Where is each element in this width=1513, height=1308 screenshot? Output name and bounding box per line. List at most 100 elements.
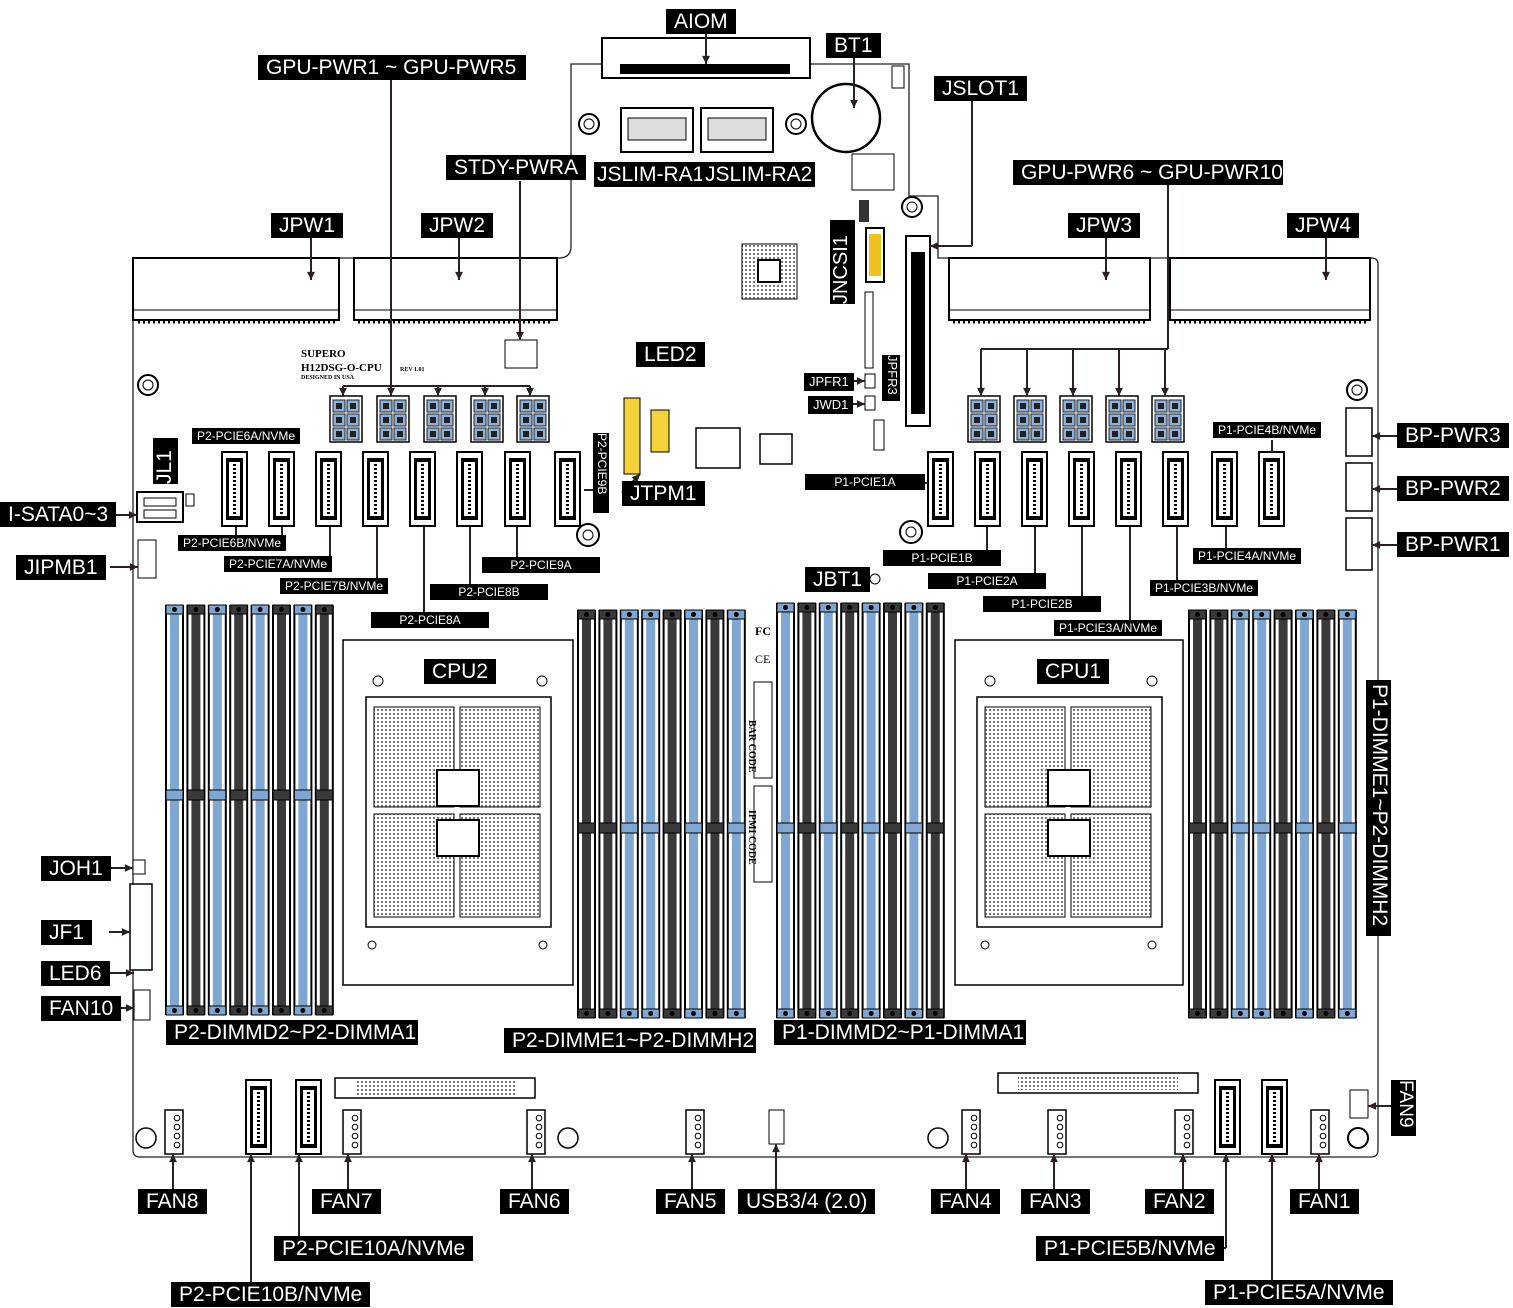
usb-header xyxy=(768,1109,785,1145)
label-p1-dimme1-h2: P1-DIMME1~P2-DIMMH2 xyxy=(1366,680,1391,936)
fan-connector xyxy=(342,1109,362,1155)
pcie-slot xyxy=(409,451,436,527)
label-fan8: FAN8 xyxy=(138,1189,207,1214)
fan-connector xyxy=(526,1109,546,1155)
gpu-pwr-connector xyxy=(1013,395,1047,443)
label-p2-pcie6a: P2-PCIE6A/NVMe xyxy=(192,428,301,444)
dimm-slot xyxy=(619,609,639,1019)
fan-connector xyxy=(1310,1109,1330,1155)
label-jslim-ra1: JSLIM-RA1 xyxy=(594,162,708,187)
label-p1-pcie5b: P1-PCIE5B/NVMe xyxy=(1036,1236,1224,1261)
pcie-slot xyxy=(1068,451,1095,527)
fan-connector xyxy=(961,1109,981,1155)
bp-pwr3-connector xyxy=(1345,407,1373,457)
dimm-slot xyxy=(904,602,924,1019)
dimm-slot xyxy=(1273,609,1293,1019)
label-jpfr1: JPFR1 xyxy=(804,373,854,391)
dimm-slot xyxy=(1316,609,1336,1019)
jtpm1-header xyxy=(623,397,641,475)
dimm-slot xyxy=(577,609,596,1019)
dimm-slot xyxy=(840,602,860,1019)
gpu-pwr-connectors-left xyxy=(329,395,550,443)
label-jpw4: JPW4 xyxy=(1287,213,1360,238)
label-fan10: FAN10 xyxy=(41,996,122,1021)
dimm-slot xyxy=(1209,609,1229,1019)
label-fan9: FAN9 xyxy=(1391,1080,1416,1136)
label-p2-pcie7b: P2-PCIE7B/NVMe xyxy=(280,578,389,594)
dimm-slot xyxy=(684,609,703,1019)
dimm-slot xyxy=(818,602,838,1019)
label-led6: LED6 xyxy=(41,961,110,986)
label-p1-pcie2a: P1-PCIE2A xyxy=(928,573,1046,589)
pcie-slot xyxy=(927,451,954,527)
label-cpu2: CPU2 xyxy=(424,659,497,684)
cpu1-socket xyxy=(954,639,1184,986)
dimm-slot xyxy=(726,609,746,1019)
pcie-slot xyxy=(974,451,1001,527)
gpu-pwr-connector xyxy=(376,395,410,443)
label-fan4: FAN4 xyxy=(931,1189,1000,1214)
jpw2-connector xyxy=(353,257,558,321)
label-jwd1: JWD1 xyxy=(808,396,854,414)
label-p2-pcie8a: P2-PCIE8A xyxy=(371,612,489,628)
dimm-slot xyxy=(1230,609,1250,1019)
label-bp-pwr2: BP-PWR2 xyxy=(1397,476,1509,501)
label-p1-pcie5a: P1-PCIE5A/NVMe xyxy=(1205,1280,1393,1305)
fan-connector xyxy=(1174,1109,1194,1155)
gpu-pwr-connector xyxy=(470,395,504,443)
label-stdy-pwra: STDY-PWRA xyxy=(446,155,587,180)
dimm-slot xyxy=(883,602,902,1019)
label-isata: I-SATA0~3 xyxy=(0,502,117,527)
label-fan3: FAN3 xyxy=(1021,1189,1090,1214)
dimm-slots xyxy=(165,602,1357,1019)
label-p2-pcie10a: P2-PCIE10A/NVMe xyxy=(274,1236,474,1261)
label-p1-pcie1b: P1-PCIE1B xyxy=(883,550,1001,566)
label-p2-pcie10b: P2-PCIE10B/NVMe xyxy=(171,1282,371,1307)
ipmi-code-text: IPMI CODE xyxy=(746,810,757,865)
dimm-slot xyxy=(293,604,313,1016)
gpu-pwr-connector xyxy=(1105,395,1139,443)
model-text: H12DSG-O-CPU xyxy=(301,362,382,374)
label-jpfr3: JPFR3 xyxy=(882,355,900,401)
pcie-slot xyxy=(1211,451,1238,527)
label-p1-pcie4a: P1-PCIE4A/NVMe xyxy=(1193,548,1302,564)
fan-connector xyxy=(164,1109,184,1155)
pcie-slot xyxy=(456,451,483,527)
gpu-pwr-connector xyxy=(1151,395,1185,443)
label-jpw1: JPW1 xyxy=(271,213,344,238)
bp-pwr2-connector xyxy=(1345,462,1373,512)
fan-connectors xyxy=(164,1109,1330,1155)
dimm-slot xyxy=(1295,609,1314,1019)
dimm-slot xyxy=(1188,609,1207,1019)
bp-pwr1-connector xyxy=(1345,517,1373,571)
pcie-slot xyxy=(1021,451,1048,527)
pcie-slot xyxy=(295,1079,322,1155)
label-p1-dimmd2-a1: P1-DIMMD2~P1-DIMMA1 xyxy=(774,1020,1026,1045)
dimm-slot xyxy=(598,609,618,1019)
label-p1-pcie2b: P1-PCIE2B xyxy=(983,596,1101,612)
dimm-slot xyxy=(776,602,795,1019)
dimm-slot xyxy=(186,604,206,1016)
dimm-slot xyxy=(207,604,227,1016)
pcie-slots xyxy=(221,451,1288,1155)
dimm-slot xyxy=(662,609,682,1019)
label-jslot1: JSLOT1 xyxy=(934,76,1028,101)
label-p2-pcie7a: P2-PCIE7A/NVMe xyxy=(224,556,333,572)
dimm-slot xyxy=(250,604,270,1016)
label-cpu1: CPU1 xyxy=(1037,659,1110,684)
label-p1-pcie1a: P1-PCIE1A xyxy=(805,474,925,490)
label-p2-pcie8b: P2-PCIE8B xyxy=(430,584,548,600)
fan-connector xyxy=(685,1109,705,1155)
gpu-pwr-connectors-right xyxy=(967,395,1185,443)
label-jncsi1: JNCSI1 xyxy=(830,220,855,304)
pcie-slot xyxy=(245,1079,272,1155)
label-jpw2: JPW2 xyxy=(421,213,494,238)
ce-mark: CE xyxy=(755,652,771,666)
dimm-slot xyxy=(925,602,945,1019)
label-p2-dimme1-h2: P2-DIMME1~P2-DIMMH2 xyxy=(504,1028,756,1053)
leader-lines xyxy=(109,34,1397,1282)
label-p2-pcie9b: P2-PCIE9B xyxy=(593,433,609,513)
pcie-slot xyxy=(315,451,342,527)
fan-connector xyxy=(1047,1109,1067,1155)
label-jbt1: JBT1 xyxy=(805,567,871,592)
